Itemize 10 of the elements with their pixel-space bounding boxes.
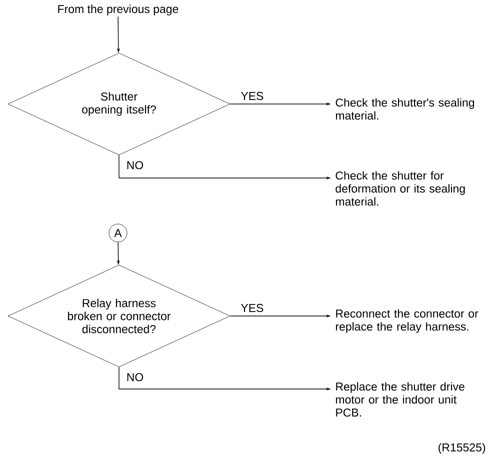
start-text: From the previous page	[58, 4, 178, 16]
figure-code: (R15525)	[438, 443, 486, 454]
action-text: Replace the shutter drive motor or the indoor unit PCB.	[336, 382, 464, 417]
action-text: Check the shutter's sealing material.	[336, 98, 474, 120]
edge-label: YES	[240, 304, 264, 312]
edge-label: NO	[127, 373, 144, 382]
edge-label: YES	[240, 92, 264, 100]
action-text: Check the shutter for deformation or its sealing material.	[336, 171, 465, 206]
action-text: Reconnect the connector or replace the relay harness.	[336, 309, 478, 333]
edge-label: NO	[127, 161, 144, 170]
